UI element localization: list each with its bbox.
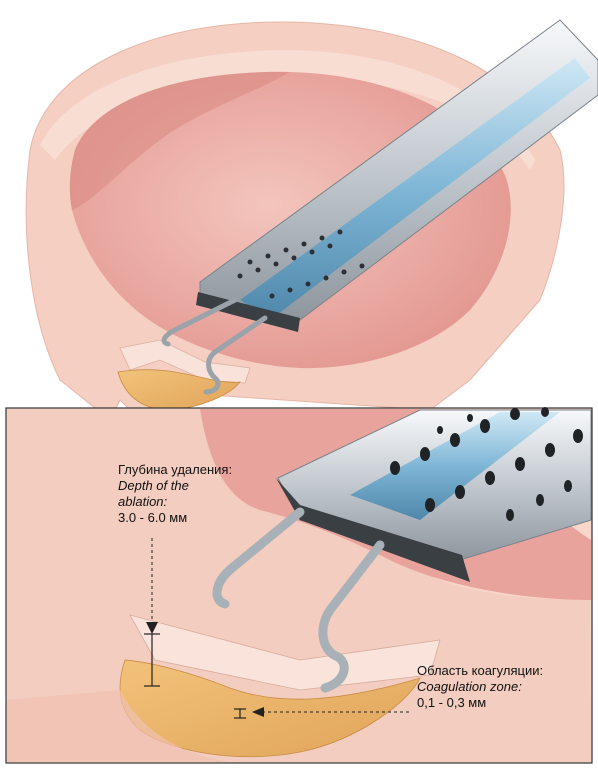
depth-label-ru: Глубина удаления: (118, 462, 232, 478)
coag-value: 0,1 - 0,3 мм (417, 695, 543, 711)
depth-label-en-1: Depth of the (118, 478, 232, 494)
coag-label-ru: Область коагуляции: (417, 663, 543, 679)
depth-value: 3.0 - 6.0 мм (118, 510, 232, 526)
depth-label-en-2: ablation: (118, 494, 232, 510)
depth-annotation: Глубина удаления: Depth of the ablation:… (118, 462, 232, 526)
coagulation-annotation: Область коагуляции: Coagulation zone: 0,… (417, 663, 543, 711)
coag-label-en: Coagulation zone: (417, 679, 543, 695)
